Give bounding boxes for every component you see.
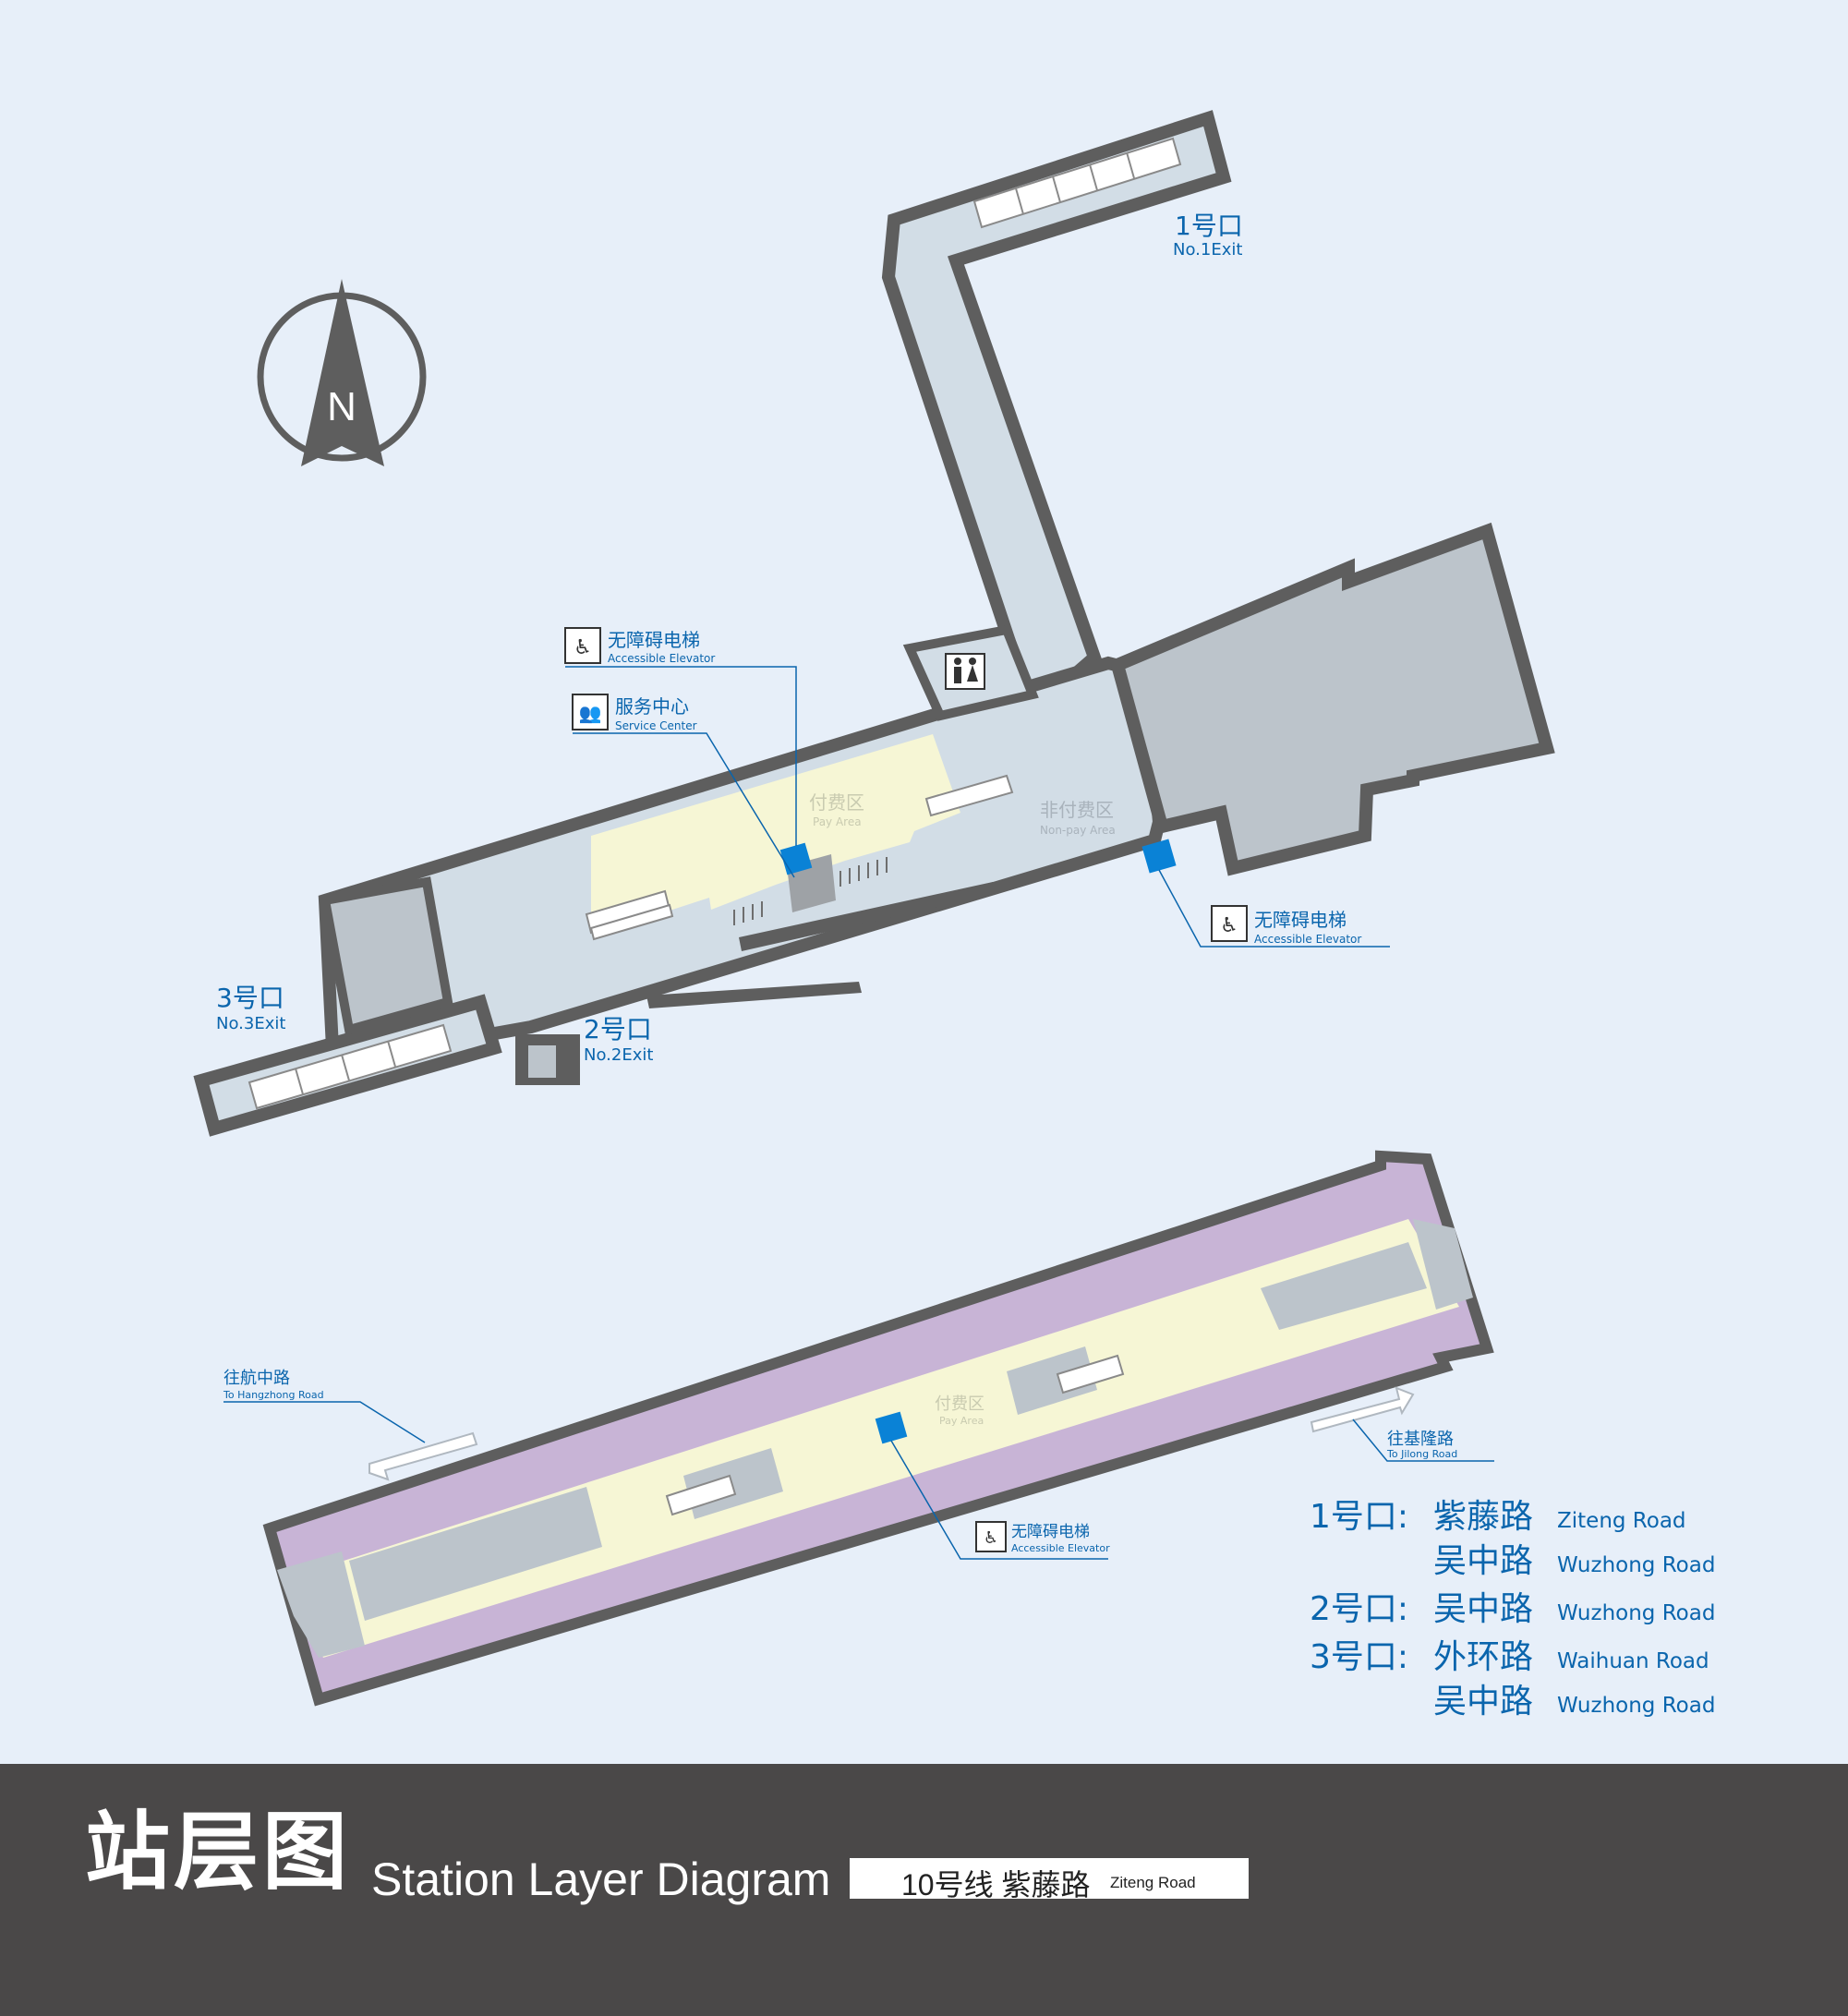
compass: N: [257, 279, 427, 466]
platform-room-left: [349, 1487, 602, 1621]
pay-area-label-cn: 付费区: [809, 791, 864, 814]
callout-accessible-elevator-1-cn: 无障碍电梯: [608, 629, 700, 651]
line-station-label: 10号线 紫藤路: [901, 1868, 1091, 1901]
platform-pay-area-en: Pay Area: [939, 1415, 984, 1427]
non-pay-area-label-cn: 非付费区: [1040, 799, 1114, 821]
accessible-elevator-icon-2: [1141, 839, 1177, 874]
exit1-label-en: No.1Exit: [1173, 240, 1242, 260]
platform-left-end: [277, 1551, 365, 1658]
north-arrow-icon: [301, 279, 384, 466]
callout-service-center: 👥 服务中心 Service Center: [572, 694, 795, 878]
callout-platform-elevator-en: Accessible Elevator: [1011, 1542, 1110, 1554]
callout-accessible-elevator-1-en: Accessible Elevator: [608, 652, 715, 665]
exit-list-1-road-2-cn: 吴中路: [1433, 1542, 1533, 1580]
exit2-label-en: No.2Exit: [584, 1045, 653, 1065]
platform-level: [262, 1150, 1494, 1707]
exit1-escalator: [972, 137, 1182, 229]
callout-platform-elevator: ♿ 无障碍电梯 Accessible Elevator: [890, 1440, 1110, 1560]
compass-letter: N: [327, 384, 356, 429]
exit2-stair-inner: [528, 1045, 556, 1078]
callout-service-center-en: Service Center: [615, 719, 697, 732]
exit-list-2-road-1-en: Wuzhong Road: [1557, 1601, 1715, 1625]
wheelchair-icon: [975, 1521, 1007, 1552]
exit-list-1-road-1-cn: 紫藤路: [1433, 1498, 1533, 1536]
ticket-gates: [733, 857, 888, 925]
non-pay-area-label-en: Non-pay Area: [1040, 824, 1116, 837]
callout-accessible-elevator-1: ♿ 无障碍电梯 Accessible Elevator: [564, 627, 797, 846]
exit3-escalator: [248, 1023, 453, 1110]
station-map: N: [193, 110, 1715, 1720]
exit-list-3-road-1-cn: 外环路: [1433, 1638, 1533, 1676]
callout-accessible-elevator-2: ♿ 无障碍电梯 Accessible Elevator: [1158, 869, 1390, 948]
exit-list: 1号口: 紫藤路 Ziteng Road 吴中路 Wuzhong Road 2号…: [1310, 1498, 1715, 1720]
svg-text:♿: ♿: [1220, 914, 1238, 937]
exit-list-1-road-1-en: Ziteng Road: [1557, 1509, 1686, 1533]
exit-list-3-label: 3号口:: [1310, 1638, 1408, 1676]
direction-right: 往基隆路 To Jilong Road: [1310, 1386, 1494, 1462]
left-equipment-room: [320, 876, 453, 1036]
arrow-right-icon: [1310, 1386, 1415, 1433]
direction-right-cn: 往基隆路: [1387, 1430, 1454, 1449]
exit3-label-cn: 3号口: [216, 983, 284, 1013]
footer-title-cn: 站层图: [85, 1803, 352, 1901]
direction-left: 往航中路 To Hangzhong Road: [223, 1369, 478, 1481]
callout-accessible-elevator-2-cn: 无障碍电梯: [1254, 909, 1347, 931]
platform-pay-area-cn: 付费区: [935, 1394, 984, 1414]
svg-text:👥: 👥: [579, 702, 602, 724]
exit-list-3-road-1-en: Waihuan Road: [1557, 1649, 1709, 1673]
pay-area-label-en: Pay Area: [813, 815, 862, 828]
exit2-label-cn: 2号口: [584, 1014, 652, 1044]
concourse-wall-bar-2: [646, 982, 862, 1008]
wheelchair-icon: [1211, 905, 1248, 942]
exit-list-1-label: 1号口:: [1310, 1498, 1408, 1536]
exit-list-2-label: 2号口:: [1310, 1590, 1408, 1628]
svg-text:♿: ♿: [574, 636, 592, 659]
direction-left-en: To Hangzhong Road: [223, 1389, 324, 1401]
toilet-icon: [945, 653, 985, 690]
platform-right-end: [1413, 1219, 1473, 1310]
platform-elevator-icon: [875, 1411, 908, 1444]
exit-list-3-road-2-cn: 吴中路: [1433, 1683, 1533, 1720]
platform-room-right: [1261, 1242, 1427, 1330]
direction-right-en: To Jilong Road: [1386, 1448, 1457, 1460]
exit-list-3-road-2-en: Wuzhong Road: [1557, 1694, 1715, 1718]
platform-stair-right: [1007, 1346, 1097, 1415]
callout-accessible-elevator-2-en: Accessible Elevator: [1254, 933, 1361, 946]
exit1-corridor: [881, 110, 1232, 703]
service-icon: [572, 694, 609, 730]
wheelchair-icon: [564, 627, 601, 664]
direction-left-cn: 往航中路: [223, 1369, 290, 1388]
exit-list-1-road-2-en: Wuzhong Road: [1557, 1553, 1715, 1577]
concourse-escalators: [585, 774, 1014, 941]
exit-list-2-road-1-cn: 吴中路: [1433, 1590, 1533, 1628]
pay-area-zone: [591, 734, 960, 933]
exit3-label-en: No.3Exit: [216, 1014, 285, 1033]
arrow-left-icon: [368, 1431, 478, 1481]
exit1-label-cn: 1号口: [1175, 211, 1243, 241]
platform-escalators: [665, 1354, 1125, 1516]
footer-title-en: Station Layer Diagram: [371, 1853, 831, 1905]
line-station-box: 10号线 紫藤路 Ziteng Road: [850, 1858, 1249, 1901]
line-station-en: Ziteng Road: [1110, 1874, 1196, 1891]
right-equipment-block: [1109, 522, 1555, 876]
svg-text:♿: ♿: [984, 1528, 998, 1548]
callout-platform-elevator-cn: 无障碍电梯: [1011, 1523, 1090, 1541]
callout-service-center-cn: 服务中心: [615, 695, 689, 718]
concourse-wall-bar-1: [739, 882, 996, 951]
concourse-level: [193, 110, 1555, 1137]
